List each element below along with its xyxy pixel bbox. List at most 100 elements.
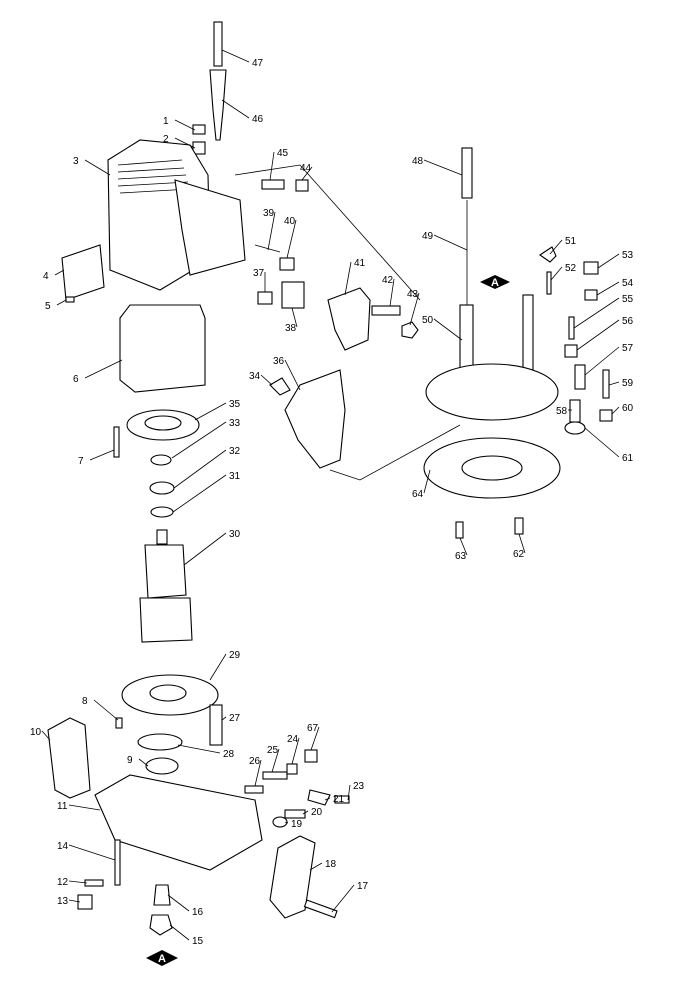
- leader-line: [177, 744, 221, 754]
- part-47: [213, 21, 223, 67]
- part-label-4: 4: [43, 269, 65, 282]
- part-number: 25: [267, 745, 279, 756]
- part-8: [115, 717, 123, 729]
- leader-line: [167, 894, 190, 912]
- part-number: 35: [229, 399, 241, 410]
- leader-line: [260, 374, 273, 386]
- leader-line: [209, 653, 227, 681]
- part-number: 31: [229, 471, 241, 482]
- part-number: 63: [455, 551, 467, 562]
- part-60: [599, 409, 613, 422]
- leader-line: [549, 239, 563, 255]
- leader-line: [174, 119, 196, 131]
- part-5: [65, 296, 75, 303]
- part-number: 56: [622, 316, 634, 327]
- part-number: 6: [73, 374, 79, 385]
- part-16: [153, 884, 171, 906]
- part-32-bearing: [149, 481, 175, 495]
- leader-line: [68, 899, 81, 903]
- part-label-50: 50: [422, 315, 463, 341]
- part-58: [569, 399, 581, 423]
- part-number: 42: [382, 275, 394, 286]
- part-35-center: [144, 415, 182, 431]
- part-number: 3: [73, 156, 79, 167]
- part-28: [137, 733, 183, 751]
- part-label-57: 57: [584, 343, 634, 376]
- part-number: 13: [57, 896, 69, 907]
- leader-line: [41, 730, 51, 741]
- leader-line: [89, 449, 115, 461]
- part-number: 37: [253, 268, 265, 279]
- part-number: 44: [300, 163, 312, 174]
- part-53: [583, 261, 599, 275]
- leader-line: [433, 234, 468, 251]
- part-label-5: 5: [45, 299, 67, 312]
- leader-line: [194, 402, 227, 421]
- part-label-29: 29: [209, 650, 241, 681]
- part-label-56: 56: [576, 316, 634, 351]
- part-label-53: 53: [597, 250, 634, 269]
- leader-line: [84, 159, 111, 176]
- part-19: [272, 816, 288, 828]
- part-44: [295, 179, 309, 192]
- part-45: [261, 179, 285, 190]
- part-number: 19: [291, 819, 303, 830]
- part-20: [284, 809, 306, 819]
- part-52: [546, 271, 552, 295]
- leader-line: [284, 359, 301, 391]
- leader-line: [596, 281, 620, 296]
- part-number: 47: [252, 58, 264, 69]
- part-number: 43: [407, 289, 419, 300]
- part-number: 7: [78, 456, 84, 467]
- leader-line: [331, 884, 355, 913]
- part-1: [192, 124, 206, 135]
- part-label-38: 38: [285, 307, 298, 334]
- leader-line: [269, 151, 275, 181]
- part-31-washer: [150, 506, 174, 518]
- part-number: 59: [622, 378, 634, 389]
- part-number: 17: [357, 881, 369, 892]
- part-38-switch: [281, 281, 305, 309]
- part-label-26: 26: [249, 756, 262, 787]
- part-63-screw: [455, 521, 464, 539]
- part-label-52: 52: [550, 263, 577, 281]
- part-label-55: 55: [573, 294, 634, 329]
- leader-line: [433, 318, 463, 341]
- part-label-7: 7: [78, 449, 115, 467]
- part-number: 34: [249, 371, 261, 382]
- part-number: 27: [229, 713, 241, 724]
- part-51: [539, 246, 557, 263]
- part-number: 64: [412, 489, 424, 500]
- part-17-bolt: [303, 899, 338, 919]
- part-label-36: 36: [273, 356, 301, 391]
- part-label-37: 37: [253, 268, 266, 292]
- part-drawings: [47, 21, 613, 936]
- part-label-47: 47: [221, 49, 264, 69]
- leader-line: [173, 449, 227, 489]
- leader-line: [138, 758, 149, 767]
- leader-line: [423, 469, 431, 494]
- leader-line: [608, 381, 620, 386]
- leader-line: [611, 406, 620, 415]
- leader-line: [254, 759, 262, 787]
- part-36-guard: [284, 369, 346, 469]
- part-label-33: 33: [171, 418, 241, 459]
- leader-line: [324, 797, 331, 801]
- part-number: 33: [229, 418, 241, 429]
- part-number: 55: [622, 294, 634, 305]
- part-3-handle-side: [174, 179, 246, 276]
- part-number: 21: [333, 794, 345, 805]
- part-50-base-plate: [425, 363, 559, 421]
- part-number: 36: [273, 356, 285, 367]
- part-number: 23: [353, 781, 365, 792]
- leader-line: [271, 748, 280, 773]
- leader-line: [309, 862, 323, 871]
- part-13: [77, 894, 93, 910]
- part-9-bearing: [145, 757, 179, 775]
- leader-line: [459, 537, 468, 556]
- part-label-61: 61: [584, 427, 634, 464]
- part-label-40: 40: [284, 216, 297, 259]
- part-label-41: 41: [344, 258, 366, 296]
